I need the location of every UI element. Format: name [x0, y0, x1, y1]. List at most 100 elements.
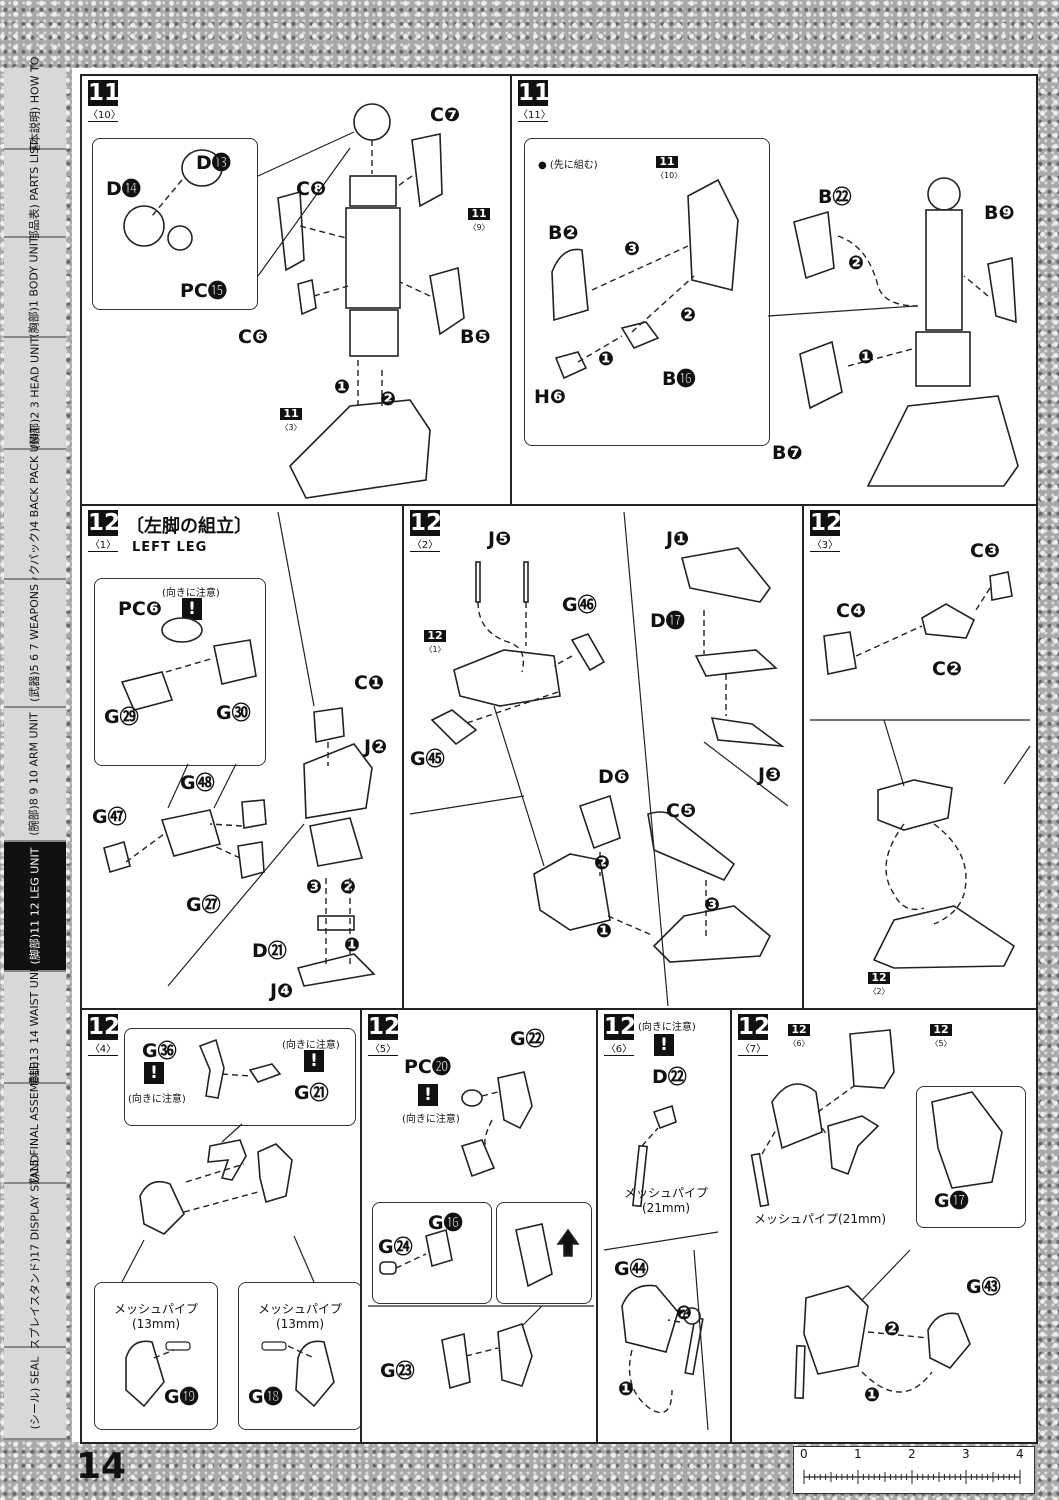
section-tab[interactable]: (バックパック)4 BACK PACK UNIT — [4, 426, 66, 602]
step-header: 12 〈7〉 — [738, 1014, 771, 1056]
step-header: 11 〈11〉 — [518, 80, 551, 122]
part-label: G㉙ — [104, 706, 139, 728]
step-marker: ❷ — [676, 1302, 693, 1324]
panel-title: 〔左脚の組立〕 — [126, 516, 252, 537]
part-label: J❹ — [270, 980, 294, 1002]
section-tab-label: (胸部)1 BODY UNIT — [28, 236, 42, 338]
inset-note: ● (先に組む) — [538, 160, 598, 171]
step-header: 12 〈5〉 — [368, 1014, 401, 1056]
section-tab[interactable]: (腰部)13 14 WAIST UNIT — [4, 962, 66, 1092]
part-label: C❹ — [836, 600, 867, 622]
inset-mesh-left-box — [94, 1282, 218, 1430]
step-marker: ❷ — [884, 1318, 901, 1340]
part-label: G㊸ — [966, 1276, 1001, 1298]
step-marker: ❸ — [704, 894, 721, 916]
step-11-11-panel: 11 〈11〉 ● (先に組む) — [510, 74, 1038, 510]
section-tab-label: (ディスプレイスタンド)17 DISPLAY STAND — [28, 1154, 41, 1376]
part-label: G㉔ — [378, 1236, 413, 1258]
section-tab[interactable]: (部品表) PARTS LIST — [4, 140, 66, 246]
part-label: B❼ — [772, 442, 803, 464]
section-tab-label: (部品表) PARTS LIST — [28, 140, 41, 246]
part-label: G㉒ — [510, 1028, 545, 1050]
inset-assemble-first-box — [524, 138, 770, 446]
step-marker: ❷ — [594, 852, 611, 874]
inset-head-box — [92, 138, 258, 310]
warning-icon: ! — [418, 1084, 438, 1106]
shin-joint-drawing — [368, 1071, 594, 1390]
step-11-10-panel: 11 〈10〉 — [80, 74, 516, 510]
part-label: D⓱ — [650, 610, 685, 632]
part-label: C❺ — [666, 800, 697, 822]
warning-icon: ! — [654, 1034, 674, 1056]
section-tab[interactable]: (ディスプレイスタンド)17 DISPLAY STAND — [4, 1155, 66, 1375]
part-label: D❻ — [598, 766, 630, 788]
step-header: 12 〈1〉 — [88, 510, 121, 552]
step-marker: ❶ — [618, 1378, 635, 1400]
part-label: J❶ — [666, 528, 690, 550]
step-marker: ❷ — [380, 388, 397, 410]
section-tab-label: (バックパック)4 BACK PACK UNIT — [28, 426, 42, 602]
part-label: G㉚ — [216, 702, 251, 724]
panel-subtitle: LEFT LEG — [132, 540, 208, 555]
part-label: G㉑ — [294, 1082, 329, 1104]
part-label: D⓭ — [196, 152, 231, 174]
part-label: J❸ — [758, 764, 782, 786]
step-marker: ❷ — [848, 252, 865, 274]
inset-pc6-box — [94, 578, 266, 766]
step-12-4-panel: 12 〈4〉 ! ! (向きに注意) (向きに注意) — [80, 1008, 366, 1444]
part-label: C❼ — [430, 104, 461, 126]
section-tab[interactable]: (頭部)2 3 HEAD UNIT — [4, 337, 66, 450]
orientation-note: (向きに注意) — [162, 588, 220, 599]
left-leg-drawing — [103, 511, 376, 987]
section-tab[interactable]: (脚部)11 12 LEG UNIT — [4, 842, 66, 972]
step-header: 12 〈2〉 — [410, 510, 443, 552]
part-label: G㊱ — [142, 1040, 177, 1062]
section-tab[interactable]: (武器)5 6 7 WEAPONS — [4, 580, 66, 708]
part-label: D⓮ — [106, 178, 141, 200]
step-header: 11 〈10〉 — [88, 80, 121, 122]
ruler-label: 1 — [854, 1447, 862, 1461]
step-marker: ❶ — [864, 1384, 881, 1406]
part-label: G⓳ — [164, 1386, 199, 1408]
step-marker: ❸ — [306, 876, 323, 898]
inset-check-box — [916, 1086, 1026, 1228]
part-label: PC⓴ — [404, 1056, 451, 1078]
step-header: 12 〈3〉 — [810, 510, 843, 552]
part-label: J❷ — [364, 736, 388, 758]
section-tab[interactable]: (腕部)8 9 10 ARM UNIT — [4, 708, 66, 842]
inset-g24-g16-box — [372, 1202, 492, 1304]
part-label: G⓱ — [934, 1190, 969, 1212]
ref-step-12-1: 12〈1〉 — [424, 629, 446, 654]
part-label: G⓲ — [248, 1386, 283, 1408]
inset-direction-box — [496, 1202, 592, 1304]
leg-b-assembly-drawing — [551, 177, 1019, 487]
ref-step-12-6: 12〈6〉 — [788, 1023, 810, 1048]
part-label: B❾ — [984, 202, 1015, 224]
part-label: C❸ — [970, 540, 1001, 562]
part-label: C❷ — [932, 658, 963, 680]
ref-step-12-2: 12〈2〉 — [868, 971, 890, 996]
part-label: J❺ — [488, 528, 512, 550]
step-marker: ❶ — [596, 920, 613, 942]
section-tab[interactable]: (シール) SEAL — [4, 1348, 66, 1440]
part-label: C❻ — [238, 326, 269, 348]
toe-assembly-drawing — [810, 571, 1031, 969]
section-tab[interactable]: (胸部)1 BODY UNIT — [4, 236, 66, 338]
ref-step-11-10: 11〈10〉 — [656, 155, 683, 180]
section-tab[interactable]: (基本説明) HOW TO — [4, 57, 66, 159]
part-label: D㉒ — [652, 1066, 687, 1088]
section-tab-label: (シール) SEAL — [28, 1356, 42, 1430]
part-label: D㉑ — [252, 940, 287, 962]
part-label: G㉓ — [380, 1360, 415, 1382]
part-label: C❶ — [354, 672, 385, 694]
step-12-7-panel: 12 〈7〉 G⓱ メッシュ — [730, 1008, 1038, 1444]
step-12-3-panel: 12 〈3〉 C❸ C❹ C❷ 12〈2〉 — [802, 504, 1038, 1014]
section-tab[interactable]: (完成)15 FINAL ASSEMBLE — [4, 1062, 66, 1204]
ruler-label: 2 — [908, 1447, 916, 1461]
ruler-label: 4 — [1016, 1447, 1024, 1461]
mesh-pipe-label: メッシュパイプ(21mm) — [754, 1212, 887, 1226]
step-header: 12 〈6〉 — [604, 1014, 637, 1056]
step-marker: ❶ — [858, 346, 875, 368]
part-label: H❻ — [534, 386, 566, 408]
